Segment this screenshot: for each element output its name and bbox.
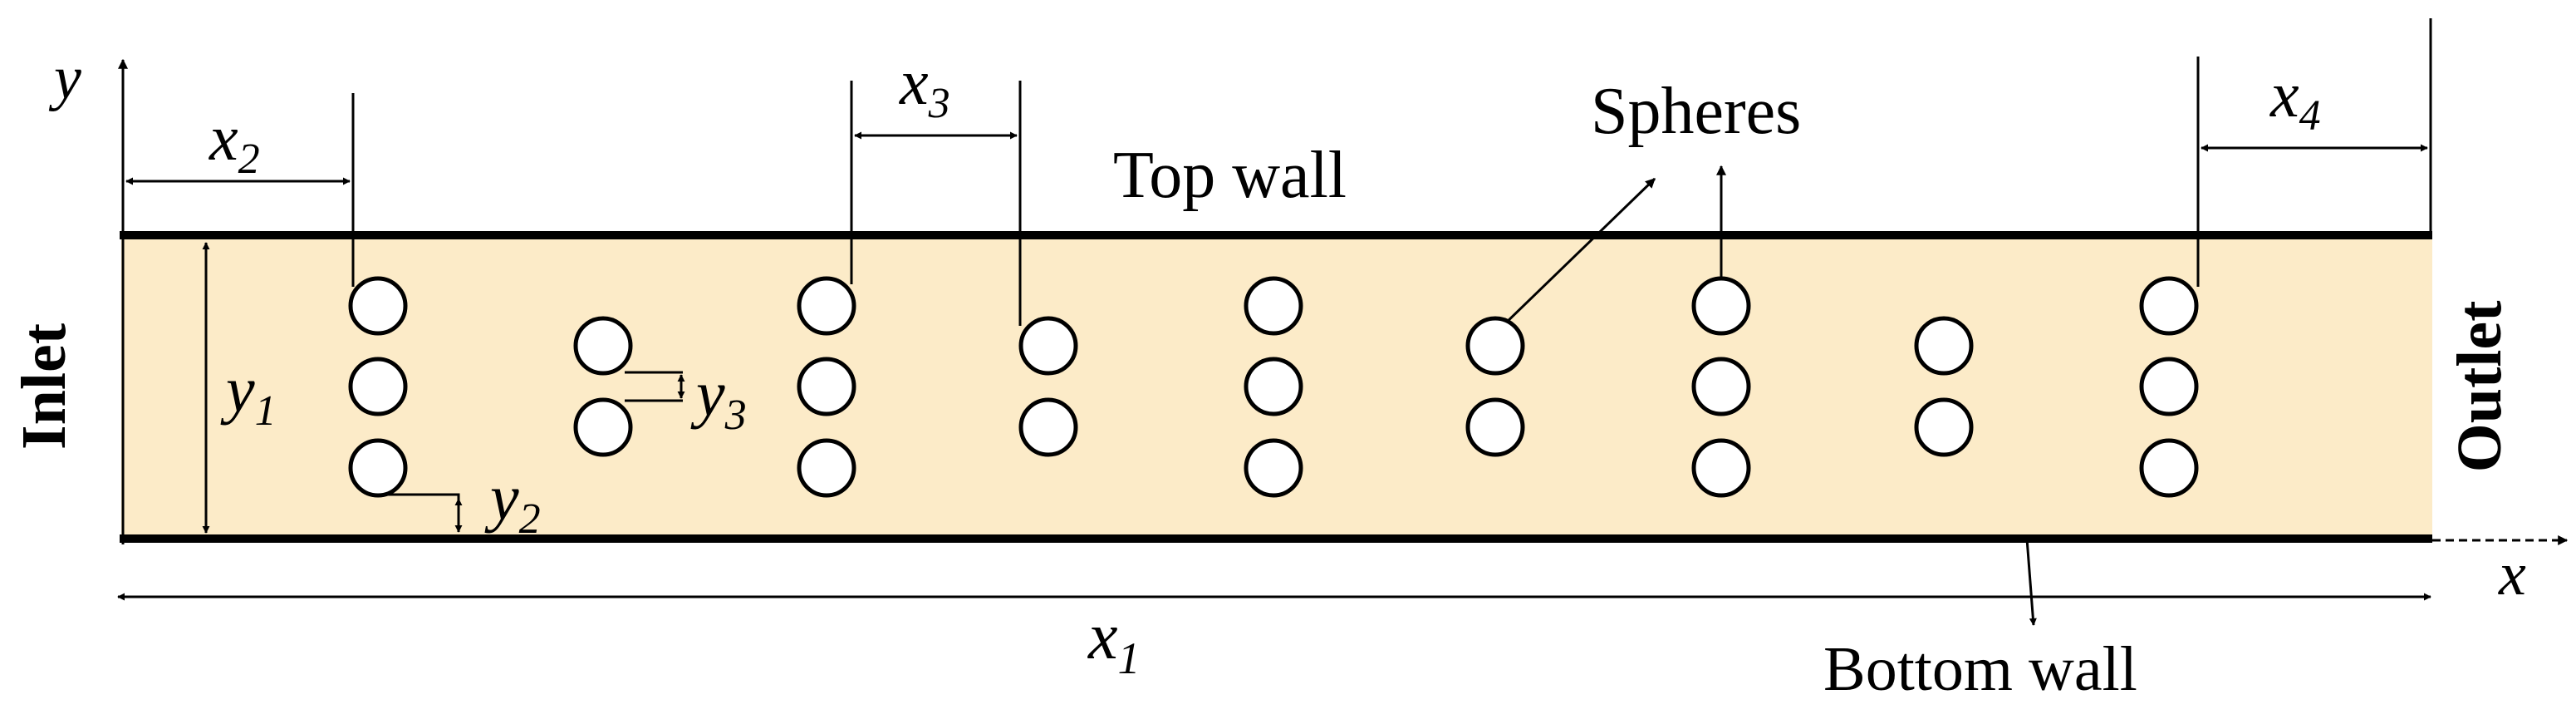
- x1-label: x1: [1087, 600, 1141, 683]
- sphere-c5-r1: [1244, 276, 1303, 336]
- sphere-c1-r1: [348, 276, 408, 336]
- spheres-pointer-diagonal: [1500, 177, 1656, 328]
- sphere-c4-r2: [1018, 397, 1078, 457]
- spheres-group: [348, 276, 2199, 498]
- sphere-c3-r2: [797, 357, 856, 416]
- sphere-c7-r3: [1691, 438, 1751, 498]
- sphere-c9-r1: [2139, 276, 2199, 336]
- y2-label: y2: [484, 461, 541, 543]
- sphere-c1-r2: [348, 357, 408, 416]
- y-axis-label: y: [48, 44, 81, 112]
- sphere-c3-r3: [797, 438, 856, 498]
- sphere-c8-r2: [1914, 397, 1974, 457]
- sphere-c7-r1: [1691, 276, 1751, 336]
- top-wall-label: Top wall: [1113, 139, 1347, 212]
- sphere-c6-r1: [1465, 316, 1525, 376]
- y3-label: y3: [690, 357, 747, 439]
- x4-label: x4: [2269, 58, 2321, 140]
- sphere-c5-r3: [1244, 438, 1303, 498]
- sphere-c5-r2: [1244, 357, 1303, 416]
- sphere-c9-r2: [2139, 357, 2199, 416]
- spheres-label: Spheres: [1591, 75, 1801, 148]
- sphere-c9-r3: [2139, 438, 2199, 498]
- x2-label: x2: [209, 101, 260, 183]
- y1-label: y1: [220, 353, 277, 435]
- sphere-c8-r1: [1914, 316, 1974, 376]
- bottom-wall-label: Bottom wall: [1823, 634, 2137, 704]
- sphere-c2-r1: [573, 316, 633, 376]
- x-axis-label: x: [2498, 540, 2526, 608]
- sphere-c7-r2: [1691, 357, 1751, 416]
- sphere-c3-r1: [797, 276, 856, 336]
- outlet-label: Outlet: [2445, 301, 2515, 473]
- sphere-c2-r2: [573, 397, 633, 457]
- inlet-label: Inlet: [9, 323, 79, 450]
- sphere-c6-r2: [1465, 397, 1525, 457]
- y2-extension-line: [378, 493, 460, 499]
- sphere-c4-r1: [1018, 316, 1078, 376]
- x3-label: x3: [899, 46, 950, 127]
- sphere-c1-r3: [348, 438, 408, 498]
- bottom-wall-pointer: [2025, 538, 2037, 626]
